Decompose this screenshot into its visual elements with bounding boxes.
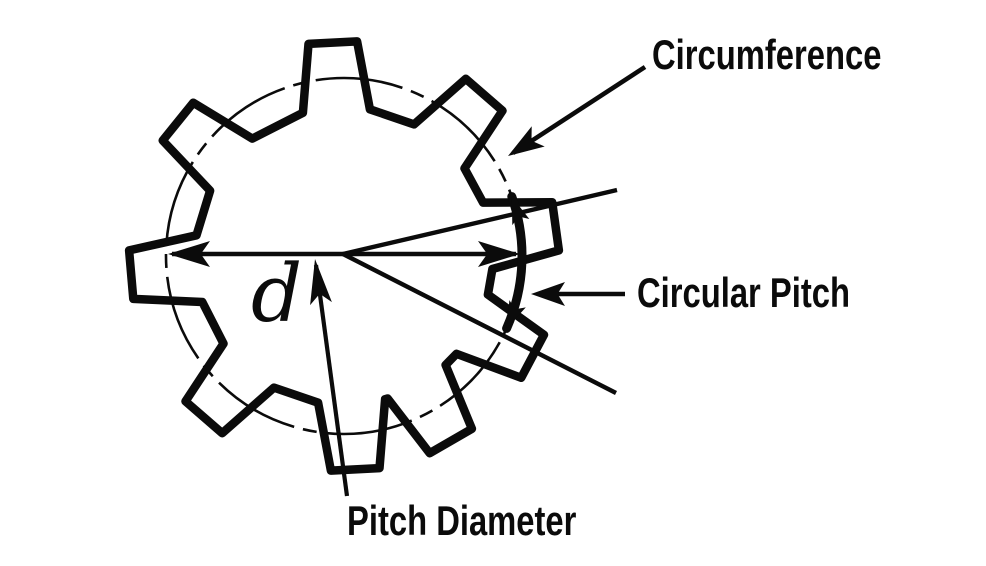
circular-pitch-label: Circular Pitch bbox=[637, 269, 851, 316]
circular-pitch-arc-arrowhead-bottom bbox=[506, 300, 526, 329]
circumference-arrowhead bbox=[508, 126, 545, 156]
gear-outline bbox=[124, 37, 564, 475]
circumference-label: Circumference bbox=[652, 31, 882, 78]
circumference-leader-line bbox=[511, 65, 647, 155]
pitch-diameter-arrowhead bbox=[310, 259, 332, 306]
circular-pitch-arc-arrowhead-top bbox=[511, 196, 530, 226]
pitch-diameter-leader-line bbox=[313, 264, 350, 497]
radius-line-upper bbox=[342, 187, 618, 257]
diameter-arrowhead-left bbox=[168, 241, 210, 267]
diameter-arrowhead-right bbox=[478, 241, 520, 267]
radius-line-lower bbox=[342, 252, 617, 395]
diameter-symbol-label: d bbox=[251, 247, 303, 340]
circular-pitch-arrowhead bbox=[531, 282, 565, 306]
pitch-diameter-label: Pitch Diameter bbox=[347, 497, 577, 544]
